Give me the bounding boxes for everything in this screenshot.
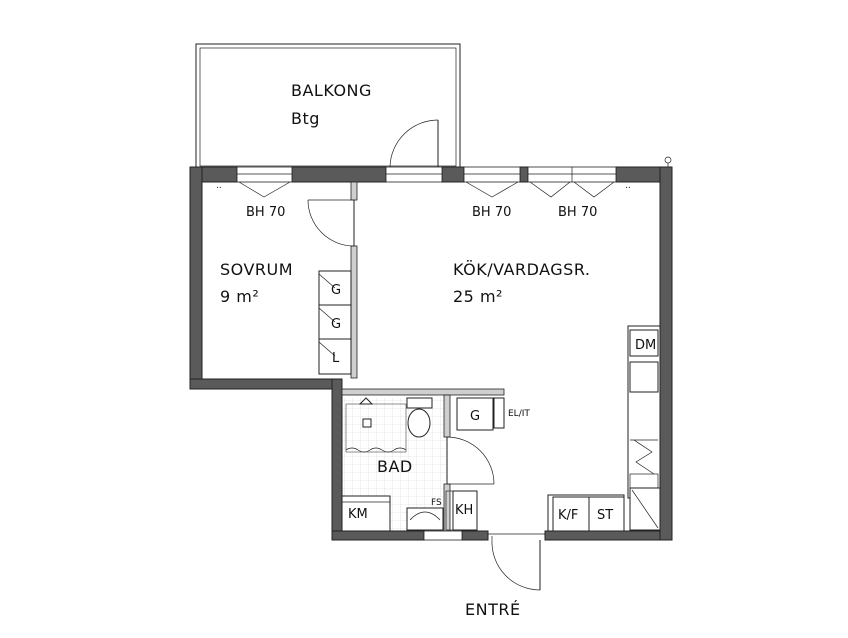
kitchen-living-area: 25 m²	[453, 287, 503, 306]
wardrobe-label-1: G	[331, 283, 341, 298]
window-label-bedroom: BH 70	[246, 205, 285, 220]
balcony-label: BALKONG	[291, 81, 372, 100]
kh-label: KH	[455, 503, 473, 518]
wardrobe-label-2: G	[331, 317, 341, 332]
wall-marks: .. ..	[216, 156, 672, 191]
svg-text:..: ..	[216, 181, 222, 191]
window-kitchen-2	[527, 166, 617, 198]
fridge-freezer-label: K/F	[558, 508, 578, 523]
bath-label: BAD	[377, 457, 413, 476]
svg-text:..: ..	[625, 181, 631, 191]
entrance-door	[423, 530, 545, 591]
bedroom-area: 9 m²	[220, 287, 259, 306]
bath-door	[446, 436, 495, 485]
washer-label: KM	[348, 507, 368, 522]
hall-wardrobe	[456, 397, 505, 431]
bedroom-door	[307, 199, 355, 247]
wardrobe-label-3: L	[332, 351, 340, 366]
hall-wardrobe-label: G	[470, 409, 480, 424]
window-label-kitchen-2: BH 70	[558, 205, 597, 220]
balcony-sub-label: Btg	[291, 109, 320, 128]
balcony	[195, 43, 461, 171]
kitchen-counter	[547, 325, 661, 532]
dishwasher-label: DM	[635, 338, 656, 353]
window-bedroom	[236, 166, 293, 198]
kh-unit	[445, 490, 478, 531]
fs-label: FS	[431, 498, 442, 508]
kitchen-living-label: KÖK/VARDAGSR.	[453, 260, 590, 279]
bath-fixtures	[341, 397, 444, 532]
electrical-label: EL/IT	[508, 409, 530, 419]
stove-label: ST	[597, 508, 613, 523]
walls	[189, 166, 673, 541]
bedroom-label: SOVRUM	[220, 260, 293, 279]
balcony-door	[385, 119, 443, 183]
bedroom-wardrobes	[318, 270, 352, 375]
window-label-kitchen-1: BH 70	[472, 205, 511, 220]
window-kitchen-1	[463, 166, 521, 198]
entrance-label: ENTRÉ	[465, 600, 521, 619]
